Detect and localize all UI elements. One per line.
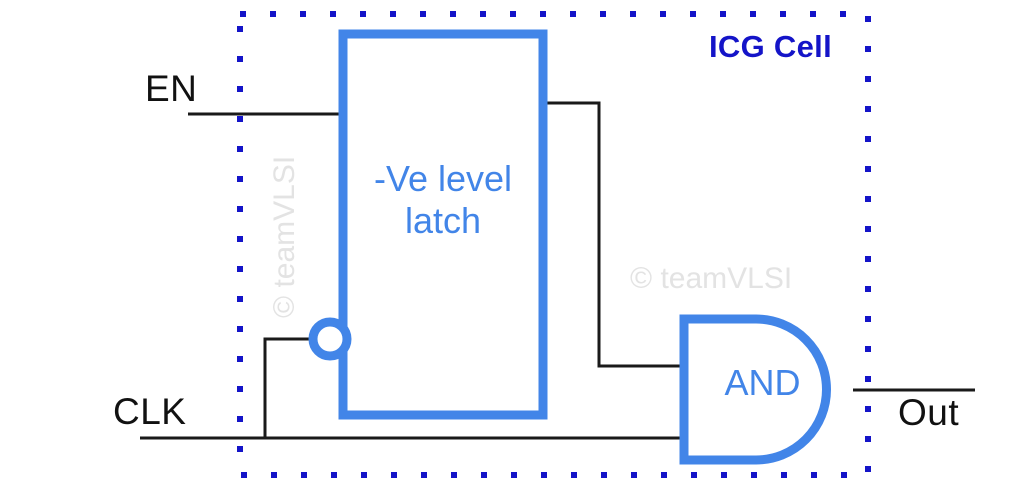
latch-label: -Ve level latch <box>343 158 543 243</box>
output-port-label: Out <box>898 392 960 433</box>
enable-port-label: EN <box>145 68 198 109</box>
and-gate-label: AND <box>724 362 801 403</box>
and-gate-block <box>679 314 831 465</box>
clock-port-label: CLK <box>113 391 187 432</box>
clock-inversion-bubble-icon <box>308 317 352 361</box>
icg-cell-title: ICG Cell <box>709 29 832 64</box>
latch-output-wire <box>543 101 681 368</box>
latch-label-line2: latch <box>404 200 482 242</box>
negative-level-latch-block <box>338 29 548 420</box>
latch-label-line1: -Ve level <box>373 158 513 199</box>
